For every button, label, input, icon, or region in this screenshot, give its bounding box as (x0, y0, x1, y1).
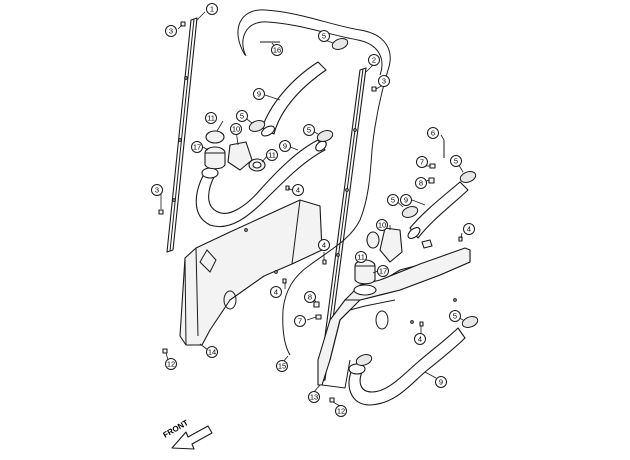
callout-2: 2 (368, 54, 380, 66)
callout-1: 1 (206, 3, 218, 15)
callout-8a: 8 (415, 177, 427, 189)
svg-text:5: 5 (454, 157, 458, 166)
callout-9a: 9 (253, 88, 265, 100)
svg-text:13: 13 (310, 393, 318, 402)
svg-text:5: 5 (322, 32, 326, 41)
callout-17a: 17 (191, 141, 203, 153)
callout-12b: 12 (335, 405, 347, 417)
svg-text:3: 3 (155, 186, 159, 195)
svg-text:5: 5 (307, 126, 311, 135)
callout-9b: 9 (279, 140, 291, 152)
callout-10a: 10 (230, 123, 242, 135)
svg-text:3: 3 (169, 27, 173, 36)
callout-4b: 4 (318, 239, 330, 251)
svg-text:11: 11 (268, 151, 276, 160)
svg-text:4: 4 (418, 335, 422, 344)
callout-11a: 11 (205, 112, 217, 124)
callout-7a: 7 (416, 156, 428, 168)
shroud-panel-left (179, 199, 323, 346)
svg-text:10: 10 (378, 221, 386, 230)
front-direction-arrow: FRONT (162, 418, 213, 450)
callout-14: 14 (206, 346, 218, 358)
callout-5b: 5 (236, 110, 248, 122)
callout-3b: 3 (151, 184, 163, 196)
svg-text:10: 10 (232, 125, 240, 134)
svg-text:5: 5 (453, 312, 457, 321)
svg-text:11: 11 (357, 253, 365, 262)
svg-text:4: 4 (322, 241, 326, 250)
callout-15: 15 (276, 360, 288, 372)
filter-housing-right (353, 227, 403, 296)
shroud-panel-right (317, 247, 471, 389)
callout-11b: 11 (266, 149, 278, 161)
svg-text:9: 9 (404, 196, 408, 205)
rod-strip-left (166, 17, 198, 253)
svg-text:3: 3 (382, 77, 386, 86)
svg-text:11: 11 (207, 114, 215, 123)
hose-clamps (248, 38, 479, 366)
svg-text:4: 4 (274, 288, 278, 297)
callout-17b: 17 (377, 265, 389, 277)
hose-lower-right (348, 327, 466, 406)
callout-7b: 7 (294, 315, 306, 327)
svg-text:17: 17 (379, 267, 387, 276)
callout-4d: 4 (463, 223, 475, 235)
callout-4e: 4 (414, 333, 426, 345)
callout-4c: 4 (270, 286, 282, 298)
cable-loop (237, 9, 391, 356)
svg-text:4: 4 (467, 225, 471, 234)
callout-5d: 5 (450, 155, 462, 167)
svg-text:9: 9 (439, 378, 443, 387)
svg-text:8: 8 (419, 179, 423, 188)
callout-5c: 5 (303, 124, 315, 136)
callout-3a: 3 (165, 25, 177, 37)
svg-text:4: 4 (296, 186, 300, 195)
callout-9d: 9 (435, 376, 447, 388)
filter-housing-left (204, 130, 266, 172)
svg-text:9: 9 (257, 90, 261, 99)
small-hardware (158, 21, 463, 403)
svg-text:6: 6 (431, 129, 435, 138)
callout-11c: 11 (355, 251, 367, 263)
svg-text:7: 7 (420, 158, 424, 167)
svg-text:5: 5 (240, 112, 244, 121)
hose-lower-left (195, 139, 327, 228)
hose-upper-left (261, 61, 327, 137)
svg-text:15: 15 (278, 362, 286, 371)
callout-10b: 10 (376, 219, 388, 231)
callout-4a: 4 (292, 184, 304, 196)
svg-text:12: 12 (167, 360, 175, 369)
callout-9c: 9 (400, 194, 412, 206)
svg-text:5: 5 (391, 196, 395, 205)
hose-upper-right (407, 181, 469, 239)
callout-13: 13 (308, 391, 320, 403)
callout-6: 6 (427, 127, 439, 139)
svg-text:12: 12 (337, 407, 345, 416)
svg-text:7: 7 (298, 317, 302, 326)
rod-strip-center (318, 67, 367, 383)
svg-text:1: 1 (210, 5, 214, 14)
svg-text:9: 9 (283, 142, 287, 151)
svg-text:16: 16 (273, 46, 281, 55)
callout-5f: 5 (449, 310, 461, 322)
svg-text:14: 14 (208, 348, 216, 357)
callout-5a: 5 (318, 30, 330, 42)
callout-12a: 12 (165, 358, 177, 370)
svg-text:2: 2 (372, 56, 376, 65)
svg-text:17: 17 (193, 143, 201, 152)
svg-text:8: 8 (308, 293, 312, 302)
callout-16: 16 (271, 44, 283, 56)
callout-5e: 5 (387, 194, 399, 206)
callout-3c: 3 (378, 75, 390, 87)
callout-8b: 8 (304, 291, 316, 303)
